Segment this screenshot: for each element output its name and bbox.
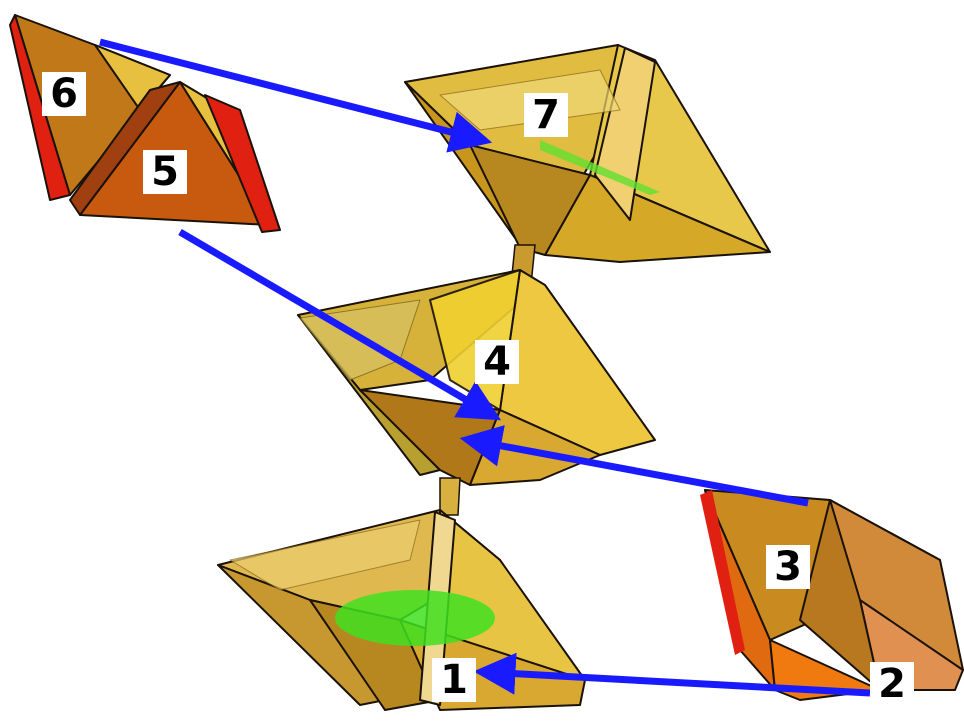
connector-4-1: [440, 478, 460, 515]
octahedron-7: [405, 45, 770, 262]
label-5: 5: [143, 150, 187, 194]
label-2: 2: [870, 662, 914, 706]
octahedron-3: [700, 490, 963, 700]
label-4: 4: [475, 340, 519, 384]
label-3: 3: [766, 545, 810, 589]
label-5-text: 5: [143, 150, 187, 194]
label-7-text: 7: [524, 93, 568, 137]
label-6: 6: [42, 72, 86, 116]
label-6-text: 6: [42, 72, 86, 116]
label-1: 1: [432, 658, 476, 702]
label-7: 7: [524, 93, 568, 137]
octahedron-1: [218, 510, 585, 710]
label-2-text: 2: [870, 662, 914, 706]
label-4-text: 4: [475, 340, 519, 384]
label-1-text: 1: [432, 658, 476, 702]
label-3-text: 3: [766, 545, 810, 589]
